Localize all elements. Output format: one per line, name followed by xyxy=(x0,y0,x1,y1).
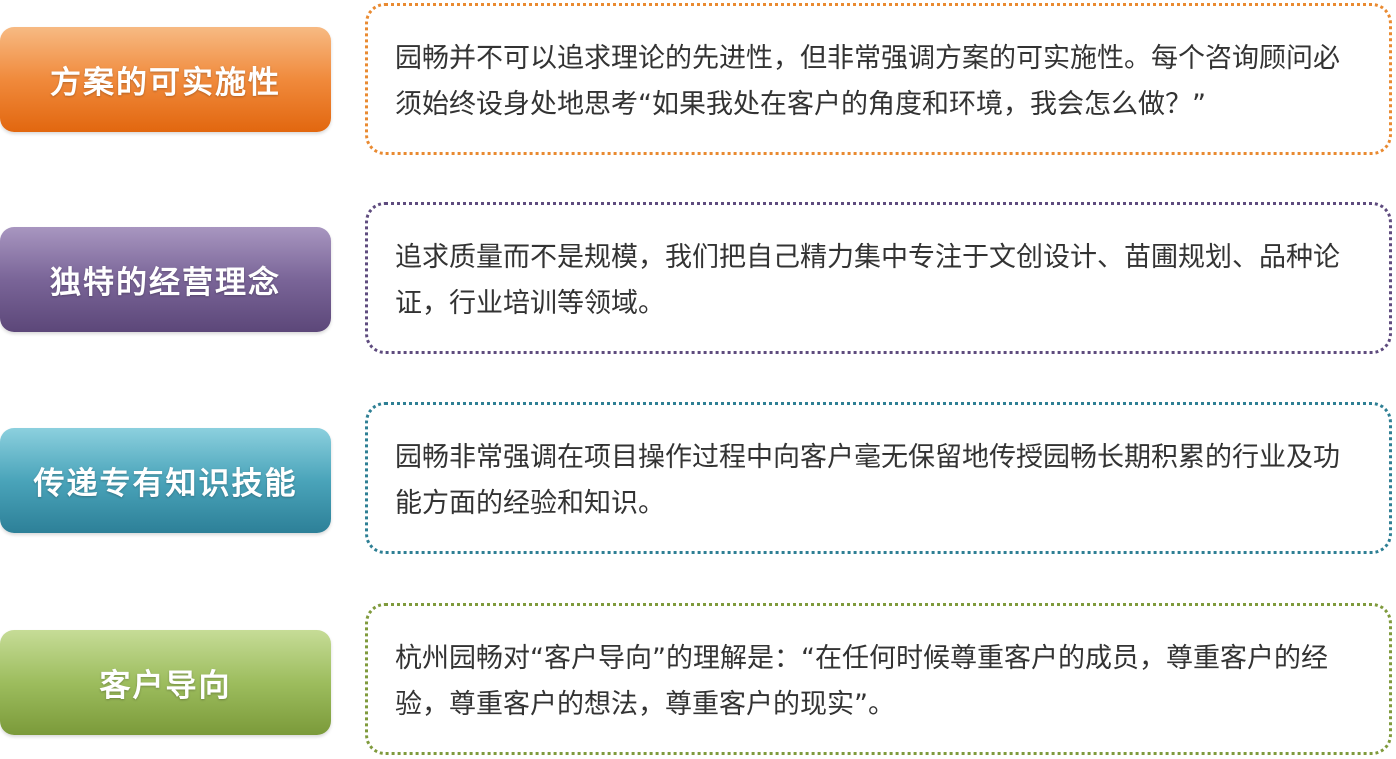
principle-description-box: 杭州园畅对“客户导向”的理解是：“在任何时候尊重客户的成员，尊重客户的经验，尊重… xyxy=(365,603,1392,755)
principle-description: 杭州园畅对“客户导向”的理解是：“在任何时候尊重客户的成员，尊重客户的经验，尊重… xyxy=(395,643,1328,720)
principle-description: 园畅并不可以追求理论的先进性，但非常强调方案的可实施性。每个咨询顾问必须始终设身… xyxy=(395,43,1340,120)
principle-row-knowledge-transfer: 传递专有知识技能 园畅非常强调在项目操作过程中向客户毫无保留地传授园畅长期积累的… xyxy=(0,401,1396,561)
principle-description-box: 园畅非常强调在项目操作过程中向客户毫无保留地传授园畅长期积累的行业及功能方面的经… xyxy=(365,402,1392,554)
principle-description: 园畅非常强调在项目操作过程中向客户毫无保留地传授园畅长期积累的行业及功能方面的经… xyxy=(395,442,1340,519)
principle-label: 独特的经营理念 xyxy=(0,227,331,332)
principle-label: 客户导向 xyxy=(0,630,331,735)
principle-label: 方案的可实施性 xyxy=(0,27,331,132)
principle-description-box: 追求质量而不是规模，我们把自己精力集中专注于文创设计、苗圃规划、品种论证，行业培… xyxy=(365,202,1392,354)
principle-row-business-philosophy: 独特的经营理念 追求质量而不是规模，我们把自己精力集中专注于文创设计、苗圃规划、… xyxy=(0,201,1396,361)
principle-row-implementability: 方案的可实施性 园畅并不可以追求理论的先进性，但非常强调方案的可实施性。每个咨询… xyxy=(0,0,1396,160)
principle-description: 追求质量而不是规模，我们把自己精力集中专注于文创设计、苗圃规划、品种论证，行业培… xyxy=(395,242,1340,319)
principle-description-box: 园畅并不可以追求理论的先进性，但非常强调方案的可实施性。每个咨询顾问必须始终设身… xyxy=(365,3,1392,155)
principle-label: 传递专有知识技能 xyxy=(0,428,331,533)
principle-row-customer-orientation: 客户导向 杭州园畅对“客户导向”的理解是：“在任何时候尊重客户的成员，尊重客户的… xyxy=(0,602,1396,759)
